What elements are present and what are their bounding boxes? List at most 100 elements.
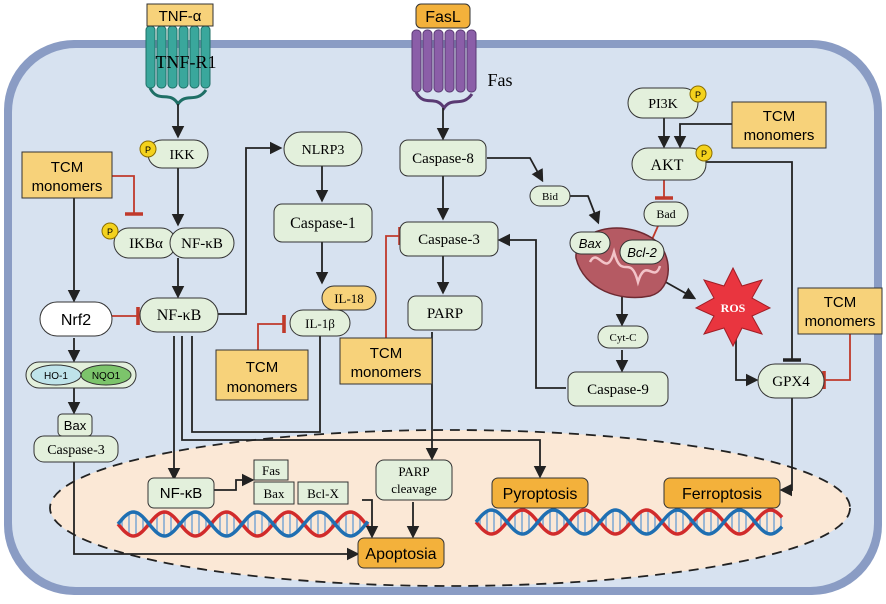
ikk-label: IKK [170,148,195,163]
nrf2-label: Nrf2 [61,312,91,329]
caspase8-label: Caspase-8 [412,151,474,167]
edge-casp3left-apoptosis [73,462,360,561]
svg-text:P: P [695,90,701,100]
svg-text:monomers: monomers [351,364,422,381]
nqo1-label: NQO1 [92,371,121,382]
svg-text:P: P [145,145,151,155]
bid-node [529,185,571,207]
caspase1-label: Caspase-1 [290,215,356,232]
inhibit-tcm-ikba [112,175,143,216]
bcl2-node [619,239,665,265]
ferroptosis-box [663,477,781,509]
ho1-label: HO-1 [44,371,68,382]
phospho-akt [695,144,713,162]
dna-left [116,510,370,538]
caspase9-node [567,371,669,407]
pyroptosis-label: Pyroptosis [503,486,578,503]
nucleus-nfkb-label: NF-κB [160,485,203,502]
parp-cleavage-node [375,459,453,501]
svg-text:P: P [701,149,707,159]
il18-label: IL-18 [334,291,364,306]
pi3k-node [627,87,699,119]
bcl2-label: Bcl-2 [627,245,657,260]
edge-bid-mito [568,195,601,225]
ikba-label: IKBα [129,236,163,252]
cytc-label: Cyt-C [610,332,637,344]
bid-label: Bid [542,191,558,203]
svg-text:TCM: TCM [51,159,84,176]
svg-text:monomers: monomers [32,178,103,195]
tnf-alpha-box [146,3,214,27]
ferroptosis-label: Ferroptosis [682,486,762,503]
caspase3-label: Caspase-3 [418,232,480,248]
caspase1-node [273,203,373,243]
tcm-box-3: TCM monomers [339,337,433,385]
fas-label: Fas [487,70,512,90]
caspase3-left-node [33,435,119,463]
tcm-box-1: TCM monomers [21,151,113,199]
inhibit-tcm-gpx4 [822,334,851,389]
bad-node [643,201,689,227]
tcm-box-4: TCM monomers [731,101,827,149]
fas-receptor [411,29,477,111]
ros-label: ROS [721,301,746,315]
nfkb-complex-node [169,227,235,259]
nrf2-node [39,301,113,337]
apoptosis-label: Apoptosia [365,546,436,563]
edge-mito-ros [661,279,697,300]
tcm-box-5: TCM monomers [797,287,883,335]
bax-mito-label: Bax [579,236,602,251]
apoptosis-box [357,537,445,569]
edge-akt-gpx4-inhibit [706,161,801,362]
parp-cleavage-line2: cleavage [391,481,437,496]
edge-nfkb-genes [214,473,255,491]
inhibition-edges [112,175,851,389]
gene-bax [253,481,295,505]
svg-text:monomers: monomers [744,127,815,144]
nfkb-label: NF-κB [157,307,202,324]
caspase8-node [399,139,487,177]
tnf-alpha-label: TNF-α [159,8,202,25]
edge-gpx4-ferroptosis [779,398,793,497]
inhibit-tcm-il1b [257,315,286,350]
caspase9-label: Caspase-9 [587,382,649,398]
svg-text:TCM: TCM [824,294,857,311]
parp-label: PARP [427,306,463,322]
fasl-box [415,3,471,29]
svg-text:TCM: TCM [246,359,279,376]
gene-fas-label: Fas [262,463,280,478]
edge-ros-gpx4 [735,338,759,387]
svg-text:monomers: monomers [805,313,876,330]
edge-casp8-bid [487,157,544,183]
phospho-ikba [101,222,119,240]
nlrp3-node [283,131,363,167]
edge-genes-apoptosis [362,499,379,539]
edge-nfkb-pyroptosis [181,336,547,479]
fasl-label: FasL [425,9,461,26]
tcm-box-2: TCM monomers [215,349,309,401]
pi3k-label: PI3K [648,97,678,112]
pyroptosis-box [491,477,589,509]
nucleus [49,429,851,587]
nfkb-complex-label: NF-κB [181,236,223,252]
caspase3-left-label: Caspase-3 [47,443,105,458]
il18-node [321,285,377,311]
nqo1-node [80,364,132,386]
parp-cleavage-line1: PARP [398,464,429,479]
il1b-node [289,309,351,337]
edge-nfkb-nlrp3 [217,141,283,315]
phospho-pi3k [689,85,707,103]
bax-mito-node [569,231,611,255]
akt-label: AKT [651,157,684,174]
svg-text:TCM: TCM [370,345,403,362]
cytc-node [597,325,649,349]
nfkb-node [139,297,219,333]
bad-label: Bad [656,207,675,221]
gpx4-node [757,363,825,399]
il1b-label: IL-1β [305,316,335,331]
svg-text:monomers: monomers [227,379,298,396]
edge-tcm-akt [673,123,732,149]
svg-text:TCM: TCM [763,108,796,125]
akt-node [631,147,707,181]
